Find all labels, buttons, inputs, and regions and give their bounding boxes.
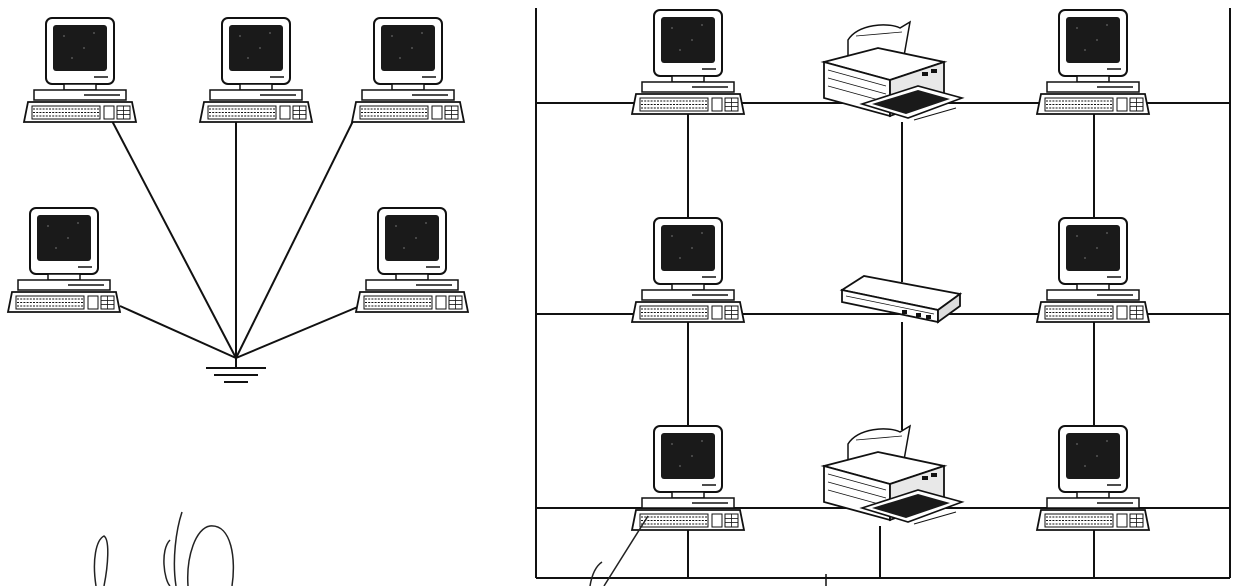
computer-icon bbox=[199, 17, 313, 123]
star-wire-3 bbox=[235, 116, 356, 359]
computer-icon bbox=[23, 17, 137, 123]
computer-icon bbox=[355, 207, 469, 313]
printer-icon bbox=[823, 425, 963, 525]
computer-icon bbox=[631, 9, 745, 115]
printer-icon bbox=[823, 21, 963, 121]
computer-icon bbox=[1036, 217, 1150, 323]
computer-icon bbox=[7, 207, 121, 313]
computer-icon bbox=[631, 217, 745, 323]
grid-network bbox=[535, 8, 1231, 579]
star-network bbox=[7, 17, 469, 383]
computer-icon bbox=[631, 425, 745, 531]
computer-icon bbox=[1036, 9, 1150, 115]
star-wire-4 bbox=[119, 305, 237, 359]
ground-icon bbox=[206, 358, 266, 383]
computer-icon bbox=[1036, 425, 1150, 531]
network-device-icon bbox=[841, 275, 961, 323]
star-wire-1 bbox=[109, 116, 237, 359]
computer-icon bbox=[351, 17, 465, 123]
handwritten-marks bbox=[93, 511, 827, 586]
star-wire-5 bbox=[235, 305, 361, 359]
